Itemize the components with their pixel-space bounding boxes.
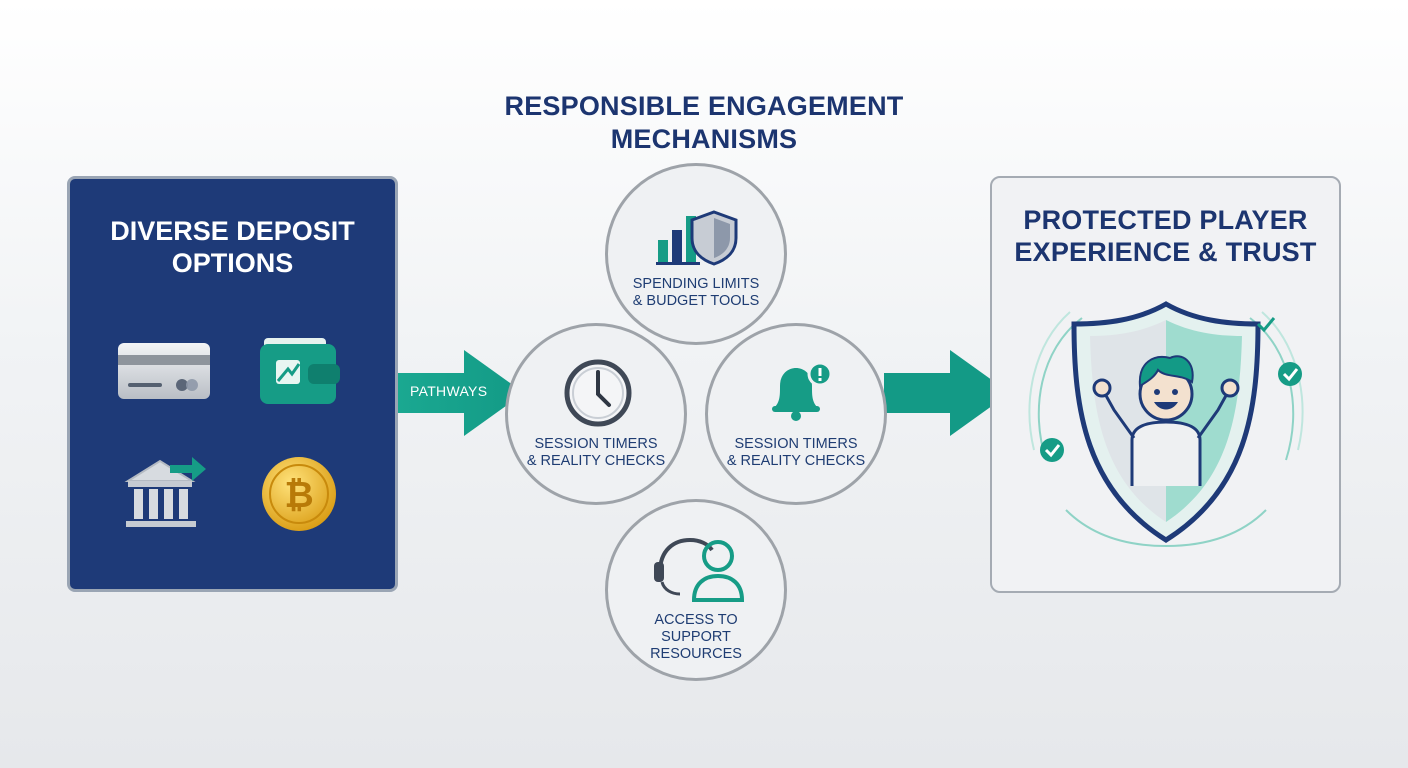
bank-transfer-icon <box>124 457 206 527</box>
session-timers-line1: SESSION TIMERS <box>534 436 658 452</box>
protected-experience-panel: PROTECTED PLAYER EXPERIENCE & TRUST <box>990 176 1341 593</box>
bitcoin-icon: ₿ <box>262 457 336 531</box>
deposit-title-line2: OPTIONS <box>171 248 294 278</box>
session-timers-circle: SESSION TIMERS & REALITY CHECKS <box>505 323 687 505</box>
clock-icon <box>564 359 632 427</box>
center-title-line2: MECHANISMS <box>610 124 798 154</box>
trust-panel-title: PROTECTED PLAYER EXPERIENCE & TRUST <box>992 204 1339 268</box>
deposit-title-line1: DIVERSE DEPOSIT <box>110 216 355 246</box>
reality-checks-line2: & REALITY CHECKS <box>726 453 866 469</box>
session-timers-label: SESSION TIMERS & REALITY CHECKS <box>518 436 674 470</box>
pathways-label: PATHWAYS <box>410 383 488 399</box>
support-resources-circle: ACCESS TO SUPPORT RESOURCES <box>605 499 787 681</box>
credit-card-icon <box>118 343 210 399</box>
outcome-arrow <box>884 350 1010 436</box>
support-resources-line2: RESOURCES <box>650 646 742 662</box>
trust-title-line1: PROTECTED PLAYER <box>1023 205 1308 235</box>
center-title-line1: RESPONSIBLE ENGAGEMENT <box>504 91 904 121</box>
spending-limits-label: SPENDING LIMITS & BUDGET TOOLS <box>618 276 774 310</box>
shield-happy-player-icon <box>1028 301 1304 548</box>
wallet-icon <box>260 338 340 404</box>
spending-limits-circle: SPENDING LIMITS & BUDGET TOOLS <box>605 163 787 345</box>
center-title: RESPONSIBLE ENGAGEMENT MECHANISMS <box>454 90 954 156</box>
deposit-options-panel: DIVERSE DEPOSIT OPTIONS <box>67 176 398 592</box>
chart-shield-icon <box>656 210 738 266</box>
spending-limits-line2: & BUDGET TOOLS <box>632 293 760 309</box>
svg-text:₿: ₿ <box>284 475 313 516</box>
reality-checks-line1: SESSION TIMERS <box>734 436 858 452</box>
pathways-arrow <box>398 350 524 436</box>
reality-checks-label: SESSION TIMERS & REALITY CHECKS <box>718 436 874 470</box>
deposit-panel-title: DIVERSE DEPOSIT OPTIONS <box>70 215 395 279</box>
trust-title-line2: EXPERIENCE & TRUST <box>1014 237 1317 267</box>
spending-limits-line1: SPENDING LIMITS <box>632 276 760 292</box>
support-resources-label: ACCESS TO SUPPORT RESOURCES <box>618 612 774 663</box>
reality-checks-circle: SESSION TIMERS & REALITY CHECKS <box>705 323 887 505</box>
support-resources-line1: ACCESS TO SUPPORT <box>654 612 738 645</box>
bell-alert-icon <box>772 362 833 421</box>
session-timers-line2: & REALITY CHECKS <box>526 453 666 469</box>
headset-user-icon <box>654 537 745 602</box>
